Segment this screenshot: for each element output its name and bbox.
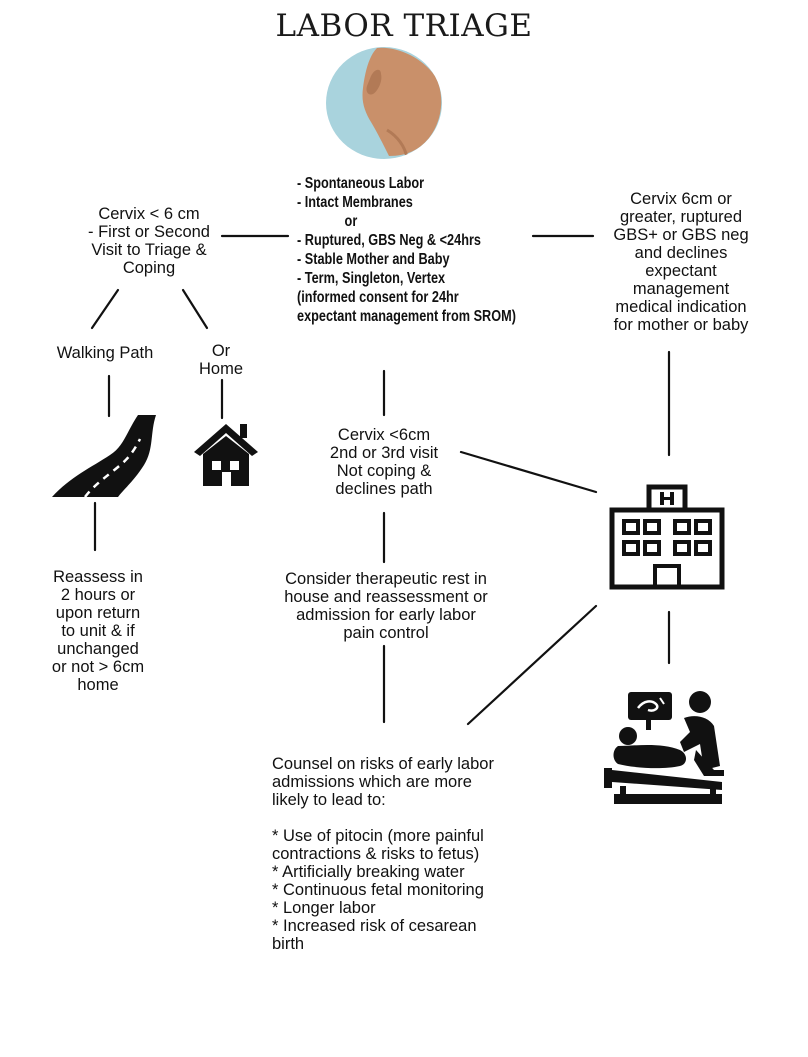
pregnant-belly-icon [325, 46, 443, 160]
connector-left-to-walking [90, 288, 120, 330]
hospital-building-icon [608, 484, 726, 590]
page-title: LABOR TRIAGE [275, 8, 533, 44]
connector-cervix-to-hospital [459, 450, 598, 494]
criteria-line: (informed consent for 24hr [297, 289, 459, 306]
counsel-risks-text: Counsel on risks of early labor admissio… [272, 755, 494, 953]
cervix-not-coping-text: Cervix <6cm 2nd or 3rd visit Not coping … [329, 426, 439, 498]
connector-left-to-home [181, 288, 209, 330]
left-branch-text: Cervix < 6 cm - First or Second Visit to… [88, 205, 210, 277]
criteria-line: - Spontaneous Labor [297, 175, 425, 192]
criteria-line: - Stable Mother and Baby [297, 251, 450, 268]
road-icon [52, 415, 158, 498]
right-branch-text: Cervix 6cm or greater, ruptured GBS+ or … [613, 190, 749, 334]
center-criteria: - Spontaneous Labor - Intact Membranes o… [297, 174, 577, 326]
house-icon [192, 418, 260, 486]
or-home-label: Or Home [198, 342, 243, 378]
ultrasound-monitoring-icon [604, 690, 728, 808]
criteria-line: - Intact Membranes [297, 194, 413, 211]
criteria-line: - Ruptured, GBS Neg & <24hrs [297, 232, 481, 249]
walking-path-label: Walking Path [56, 344, 154, 362]
therapeutic-rest-text: Consider therapeutic rest in house and r… [284, 570, 488, 642]
connector-counsel-to-hospital [466, 604, 598, 726]
criteria-line: - Term, Singleton, Vertex [297, 270, 446, 287]
criteria-line: expectant management from SROM) [297, 308, 516, 325]
criteria-line: or [344, 213, 358, 230]
reassess-text: Reassess in 2 hours or upon return to un… [51, 568, 145, 694]
